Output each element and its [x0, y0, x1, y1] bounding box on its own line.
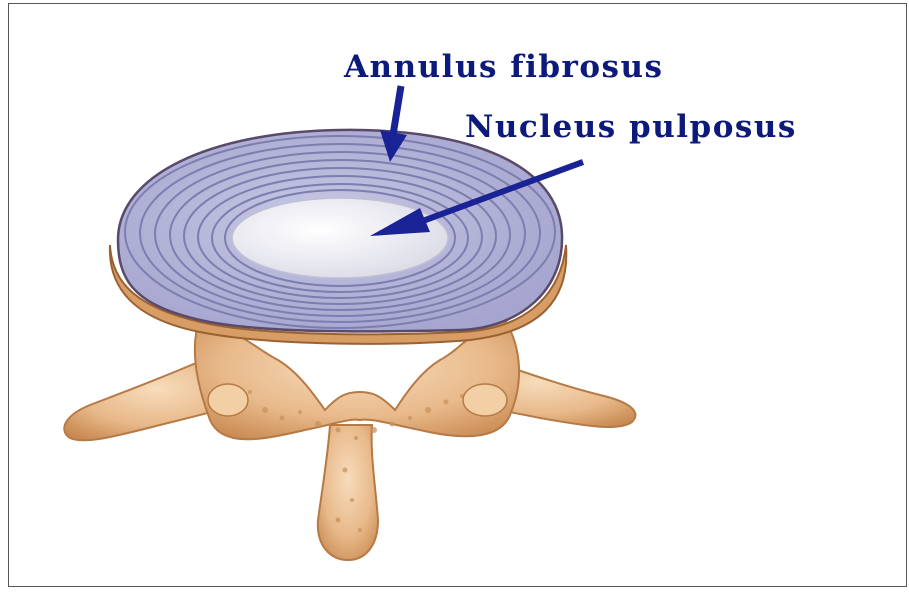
- vertebral-arch: [64, 318, 635, 560]
- annulus-fibrosus-label: Annulus fibrosus: [344, 52, 663, 83]
- nucleus-pulposus-region: [232, 198, 448, 278]
- intervertebral-disc: [118, 130, 562, 331]
- spinous-process: [318, 425, 378, 560]
- nucleus-pulposus-label: Nucleus pulposus: [465, 112, 797, 143]
